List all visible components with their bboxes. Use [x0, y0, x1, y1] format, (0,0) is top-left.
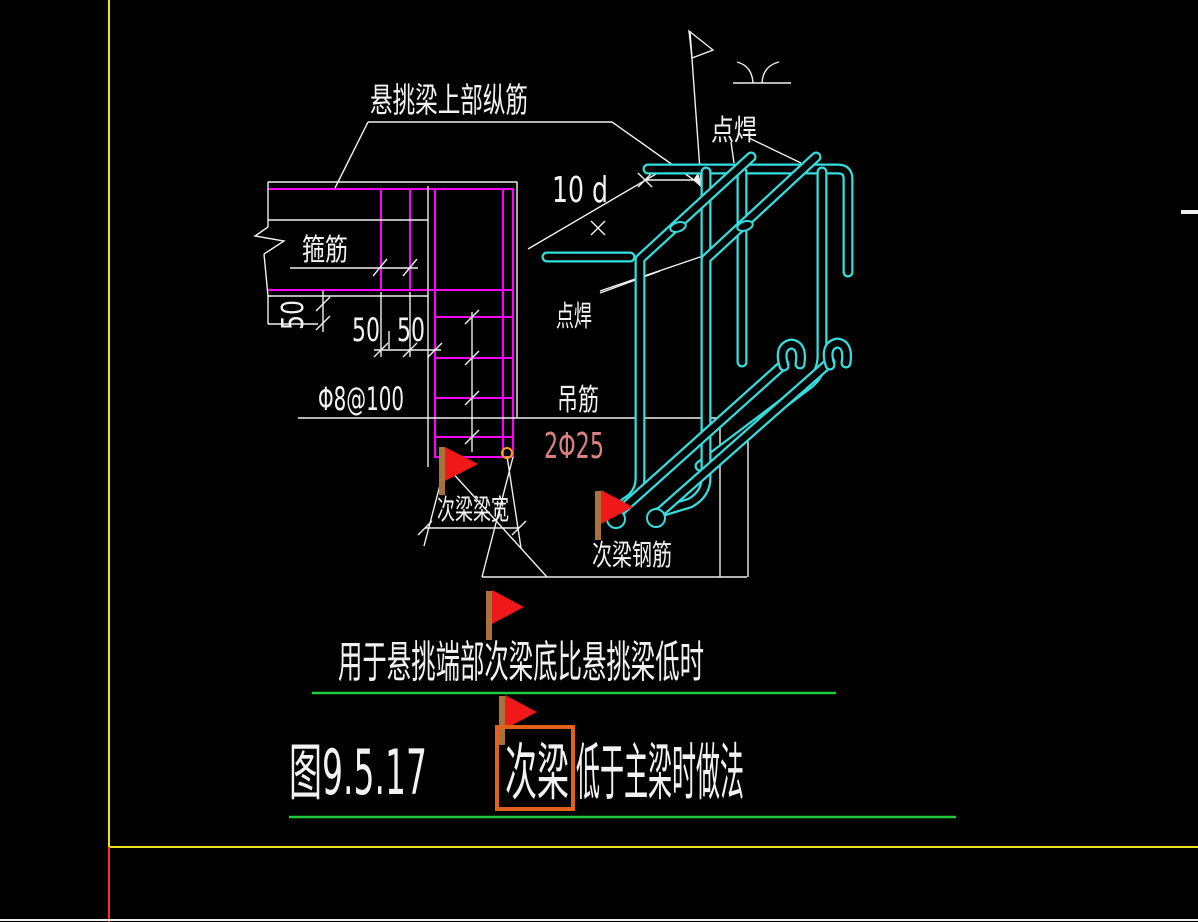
label-stirrup: 箍筋	[302, 233, 348, 268]
label-stirrup-spec: Φ8@100	[318, 380, 404, 418]
weld-flag-symbol	[688, 29, 791, 185]
flag-icon	[445, 447, 478, 481]
flag-marker-4[interactable]	[499, 695, 537, 745]
dim-50-second: 50	[397, 311, 425, 349]
dim-50-first: 50	[352, 311, 380, 349]
label-spot-weld-lower: 点焊	[556, 299, 592, 333]
flag-marker-3[interactable]	[486, 590, 524, 640]
flag-marker-1[interactable]	[439, 447, 478, 495]
label-secondary-beam-width: 次梁梁宽	[437, 493, 509, 526]
label-spot-weld-upper: 点焊	[711, 113, 757, 147]
annotation-lines	[290, 121, 802, 578]
figure-title-rest: 低于主梁时做法	[576, 736, 744, 809]
hanging-bar-section-mark	[669, 221, 687, 233]
figure-title-selected[interactable]: 次梁	[505, 736, 569, 809]
label-secondary-beam-rebar: 次梁钢筋	[592, 538, 672, 572]
flag-pole	[439, 447, 445, 495]
label-hanging-rebar-spec: 2Φ25	[544, 426, 604, 467]
flag-marker-2[interactable]	[595, 490, 633, 540]
break-line-symbol	[253, 226, 286, 255]
secondary-bar-section	[646, 508, 666, 528]
flag-pole	[499, 696, 505, 745]
flag-icon	[505, 695, 537, 729]
dim-10d: 10 d	[552, 170, 608, 211]
concrete-outline	[253, 181, 720, 467]
application-note: 用于悬挑端部次梁底比悬挑梁低时	[338, 637, 704, 688]
flag-icon	[601, 490, 633, 524]
flag-icon	[492, 590, 524, 624]
main-beam-stirrup-section	[268, 188, 514, 458]
label-cantilever-top-bars: 悬挑梁上部纵筋	[370, 81, 528, 121]
flag-pole	[595, 491, 601, 540]
flag-pole	[486, 591, 492, 640]
hanging-bar-section-mark	[736, 220, 754, 232]
node-marker-circle[interactable]	[501, 447, 513, 459]
label-hanging-rebar: 吊筋	[557, 383, 599, 418]
figure-number: 图9.5.17	[289, 736, 427, 809]
dim-50-vertical: 50	[276, 300, 311, 330]
selection-box[interactable]	[495, 725, 575, 811]
